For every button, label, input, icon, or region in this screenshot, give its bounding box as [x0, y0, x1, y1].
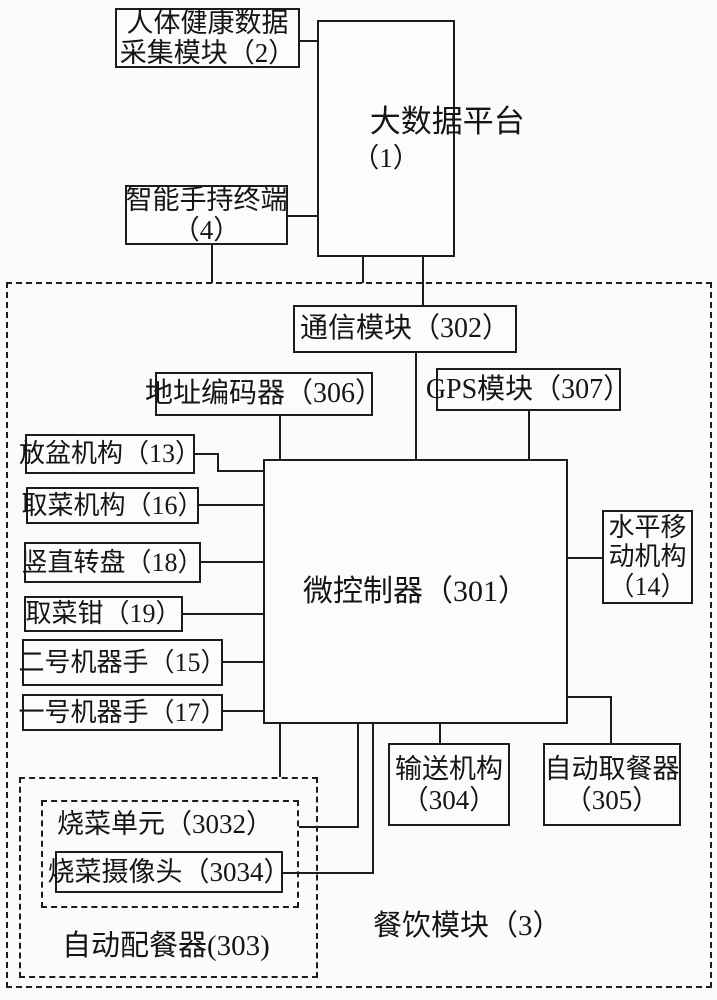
connector-mcu-to-conveyor — [439, 723, 441, 743]
connector-mcu-to-distributor — [279, 723, 281, 777]
node-label: 二号机器手（15） — [18, 647, 227, 677]
node-label: 烧菜摄像头（3034） — [47, 856, 291, 887]
node-label: （4） — [172, 215, 241, 245]
node-label-number: （1） — [352, 142, 420, 173]
node-label: 自动配餐器(303) — [62, 930, 270, 962]
node-cooking-unit: 烧菜单元（3032） — [57, 809, 273, 840]
node-dish-tongs: 取菜钳（19） — [24, 596, 183, 632]
connector-mcu-to-taker-a — [568, 696, 612, 698]
connector-terminal-to-platform — [288, 215, 319, 217]
connector-mcu-to-cookunit-b — [299, 826, 359, 828]
connector-mcu-to-camera-b — [283, 872, 374, 874]
node-conveyor-mech: 输送机构 （304） — [388, 743, 510, 826]
connector-tongs-to-mcu — [183, 613, 264, 615]
connector-comm-to-mcu — [415, 353, 417, 460]
connector-gps-to-mcu — [528, 411, 530, 460]
node-label: 动机构 — [608, 542, 687, 572]
node-handheld-terminal: 智能手持终端 （4） — [125, 185, 288, 245]
node-label: 微控制器（301） — [303, 574, 528, 608]
node-auto-meal-taker: 自动取餐器 （305） — [543, 743, 681, 826]
node-label: 通信模块（302） — [299, 313, 510, 345]
node-label: 烧菜单元（3032） — [57, 809, 273, 839]
node-label: 放盆机构（13） — [19, 439, 202, 469]
connector-mcu-to-cookunit-a — [357, 723, 359, 828]
node-label: 取菜钳（19） — [25, 599, 182, 629]
catering-module-boundary — [6, 282, 712, 988]
node-label: 餐饮模块（3） — [373, 910, 562, 942]
node-robot-arm-no2: 二号机器手（15） — [19, 639, 227, 686]
node-vertical-turntable: 竖直转盘（18） — [21, 542, 204, 583]
node-label: 取菜机构（16） — [21, 490, 204, 520]
connector-arm1-to-mcu — [223, 710, 264, 712]
meal-distributor-boundary — [19, 777, 318, 978]
node-gps-module: GPS模块（307） — [426, 368, 631, 411]
node-basin-mech: 放盆机构（13） — [19, 434, 201, 474]
node-comm-module: 通信模块（302） — [293, 305, 517, 353]
node-label: 竖直转盘（18） — [21, 547, 204, 577]
node-label: 地址编码器（306） — [145, 378, 384, 410]
connector-arm2-to-mcu — [223, 661, 264, 663]
node-label: GPS模块（307） — [425, 373, 632, 405]
node-label-vertical: 大数据平台 — [369, 104, 525, 140]
node-label: 采集模块（2） — [119, 38, 296, 68]
node-robot-arm-no1: 一号机器手（17） — [19, 694, 227, 731]
node-health-data-module: 人体健康数据 采集模块（2） — [115, 8, 300, 68]
node-label: （305） — [564, 784, 660, 815]
connector-encoder-to-mcu — [279, 416, 281, 460]
node-horizontal-move-mech: 水平移 动机构 （14） — [602, 510, 693, 604]
connector-mcu-to-horizontal — [568, 557, 602, 559]
connector-mcu-to-camera-a — [372, 723, 374, 874]
node-label: 输送机构 — [395, 754, 503, 785]
node-label: 自动取餐器 — [544, 754, 680, 785]
connector-platform-to-comm — [422, 257, 424, 306]
label-auto-meal-distributor: 自动配餐器(303) — [62, 930, 270, 963]
connector-mcu-to-taker-b — [610, 696, 612, 743]
connector-turntable-to-mcu — [201, 561, 264, 563]
connector-basin-step-a — [195, 453, 219, 455]
label-catering-module: 餐饮模块（3） — [373, 910, 562, 943]
node-label: （304） — [401, 784, 497, 815]
connector-health-to-platform — [300, 40, 319, 42]
connector-terminal-to-catering — [211, 245, 213, 283]
node-big-data-platform: 大数据平台 （1） — [317, 20, 525, 257]
cooking-unit-boundary — [41, 800, 299, 908]
connector-platform-to-catering — [362, 257, 364, 283]
connector-fetch-to-mcu — [199, 504, 264, 506]
node-label: 人体健康数据 — [126, 7, 289, 38]
node-microcontroller: 微控制器（301） — [263, 459, 568, 724]
node-label: 一号机器手（17） — [18, 697, 227, 727]
node-cooking-camera: 烧菜摄像头（3034） — [48, 851, 291, 893]
node-label: （14） — [608, 571, 687, 601]
connector-basin-step-c — [217, 470, 264, 472]
node-address-encoder: 地址编码器（306） — [145, 372, 383, 416]
connector-basin-step-b — [217, 453, 219, 472]
node-dish-fetch-mech: 取菜机构（16） — [22, 487, 204, 524]
node-label: 智能手持终端 — [125, 184, 288, 215]
node-label: 水平移 — [608, 513, 687, 543]
